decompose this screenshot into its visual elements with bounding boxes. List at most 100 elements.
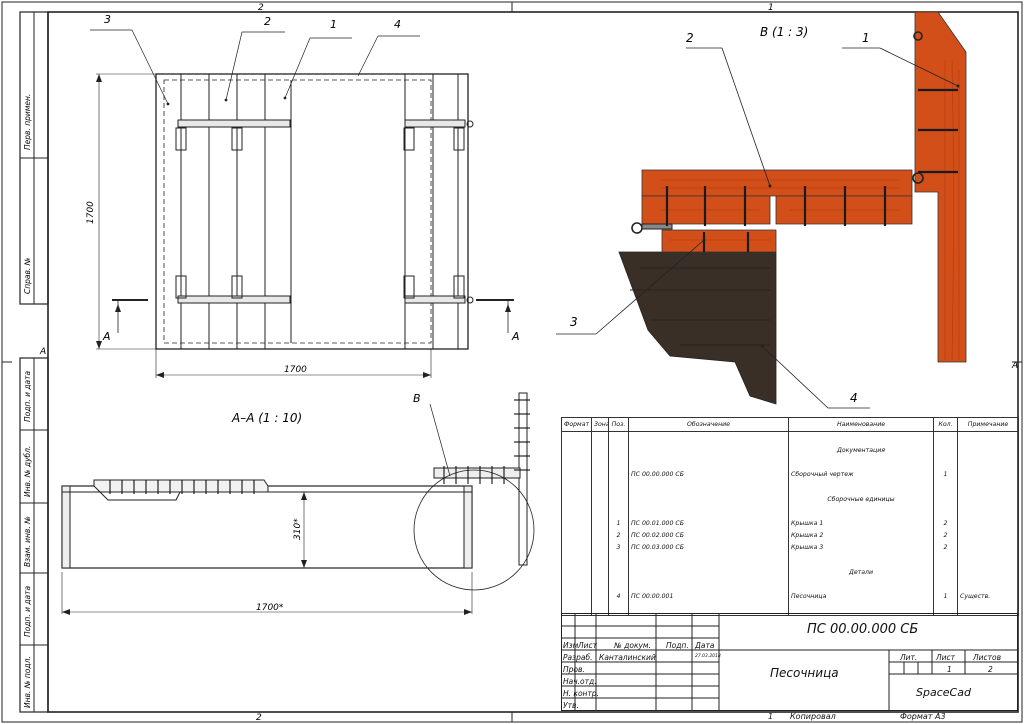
section-nails <box>109 399 530 494</box>
tb-role-nach: Нач.отд. <box>563 677 597 686</box>
spec-cell-qty <box>933 505 958 518</box>
spec-header-designation: Обозначение <box>628 417 789 432</box>
spec-cell-zone <box>591 480 609 493</box>
spec-cell-pos <box>608 480 629 493</box>
plan-callout-3: 3 <box>104 13 111 26</box>
detail-vertical-board <box>914 11 967 363</box>
spec-cell-pos: 3 <box>608 541 629 554</box>
tb-sheets-header: Листов <box>973 653 1002 662</box>
detail-rim-board <box>661 229 777 253</box>
spec-cell-note <box>957 505 1019 518</box>
spec-cell-qty <box>933 578 958 591</box>
spec-cell-zone <box>591 553 609 567</box>
detail-screws <box>665 88 958 252</box>
side-label-podp-data-1: Подп. и дата <box>23 371 32 422</box>
plan-callout-2: 2 <box>264 15 271 28</box>
side-label-vzam-inv: Взам. инв. № <box>23 516 32 567</box>
spec-cell-fmt <box>561 480 592 493</box>
side-label-sprav-no: Справ. № <box>23 257 32 294</box>
spec-row <box>561 480 1019 493</box>
spec-cell-fmt <box>561 492 592 506</box>
spec-cell-note: Существ. <box>957 590 1019 603</box>
spec-cell-name: Песочница <box>788 590 934 603</box>
spec-cell-note <box>957 431 1019 445</box>
plan-callout-1: 1 <box>330 18 337 31</box>
plan-dim-height: 1700 <box>86 201 96 224</box>
spec-cell-zone <box>591 541 609 554</box>
spec-header-format: Формат <box>561 417 592 432</box>
side-label-perv-primen: Перв. примен. <box>23 94 32 150</box>
spec-cell-name: Крышка 1 <box>788 517 934 530</box>
tb-col-date: Дата <box>695 641 715 650</box>
spec-row: Документация <box>561 444 1019 457</box>
format-label: Формат А3 <box>900 712 946 721</box>
spec-cell-pos: 4 <box>608 590 629 603</box>
spec-cell-fmt <box>561 444 592 457</box>
spec-cell-fmt <box>561 529 592 542</box>
spec-cell-zone <box>591 529 609 542</box>
spec-cell-zone <box>591 590 609 603</box>
tb-doc-number: ПС 00.00.000 СБ <box>807 622 919 637</box>
spec-row: Сборочные единицы <box>561 492 1019 506</box>
detail-callout-3: 3 <box>570 315 578 329</box>
spec-cell-designation: ПС 00.00.001 <box>628 590 789 603</box>
spec-row: Детали <box>561 566 1019 579</box>
detail-callouts: 2 1 3 4 <box>570 31 870 405</box>
tb-role-prov: Пров. <box>563 665 585 674</box>
side-label-inv-podl: Инв. № подл. <box>23 656 32 708</box>
detail-callout-2: 2 <box>686 31 694 45</box>
copied-label: Копировал <box>790 712 836 721</box>
section-dim-width: 1700* <box>256 603 284 613</box>
spec-cell-pos <box>608 468 629 481</box>
spec-cell-qty: 1 <box>933 468 958 481</box>
spec-cell-note <box>957 492 1019 506</box>
spec-cell-pos: 2 <box>608 529 629 542</box>
spec-cell-zone <box>591 505 609 518</box>
spec-cell-name: Детали <box>788 566 934 579</box>
spec-cell-note <box>957 578 1019 591</box>
spec-cell-note <box>957 480 1019 493</box>
spec-cell-fmt <box>561 566 592 579</box>
spec-cell-qty: 2 <box>933 541 958 554</box>
detail-callout-4: 4 <box>850 391 858 405</box>
title-block: Изм Лист № докум. Подп. Дата Разраб. Про… <box>560 612 1018 711</box>
frame-mark-bottom-2: 2 <box>256 713 262 723</box>
plan-view <box>90 29 514 378</box>
detail-soil <box>618 251 777 405</box>
detail-lid-board <box>641 169 913 197</box>
spec-cell-pos <box>608 431 629 445</box>
section-dim-height: 310* <box>293 518 303 540</box>
spec-cell-pos: 1 <box>608 517 629 530</box>
spec-cell-name: Крышка 2 <box>788 529 934 542</box>
spec-cell-designation <box>628 444 789 457</box>
spec-cell-qty <box>933 566 958 579</box>
spec-cell-fmt <box>561 553 592 567</box>
spec-cell-pos <box>608 566 629 579</box>
spec-header-row: Формат Зона Поз. Обозначение Наименовани… <box>561 417 1019 432</box>
spec-cell-designation: ПС 00.02.000 СБ <box>628 529 789 542</box>
spec-header-name: Наименование <box>788 417 934 432</box>
tb-sheets-value: 2 <box>988 665 993 674</box>
tb-product-name: Песочница <box>770 666 839 680</box>
spec-cell-qty <box>933 456 958 469</box>
spec-cell-designation: ПС 00.01.000 СБ <box>628 517 789 530</box>
spec-cell-note <box>957 444 1019 457</box>
spec-cell-note <box>957 553 1019 567</box>
tb-col-sign: Подп. <box>666 641 689 650</box>
spec-cell-note <box>957 566 1019 579</box>
spec-cell-fmt <box>561 505 592 518</box>
detail-leaders <box>556 47 959 409</box>
detail-callout-1: 1 <box>862 31 870 45</box>
detail-title: В (1 : 3) <box>760 25 808 39</box>
spec-cell-fmt <box>561 590 592 603</box>
spec-cell-name <box>788 456 934 469</box>
spec-cell-qty <box>933 553 958 567</box>
spec-cell-qty: 1 <box>933 590 958 603</box>
spec-cell-note <box>957 517 1019 530</box>
spec-cell-designation <box>628 492 789 506</box>
spec-header-note: Примечание <box>957 417 1019 432</box>
spec-cell-qty: 2 <box>933 517 958 530</box>
spec-row <box>561 505 1019 518</box>
